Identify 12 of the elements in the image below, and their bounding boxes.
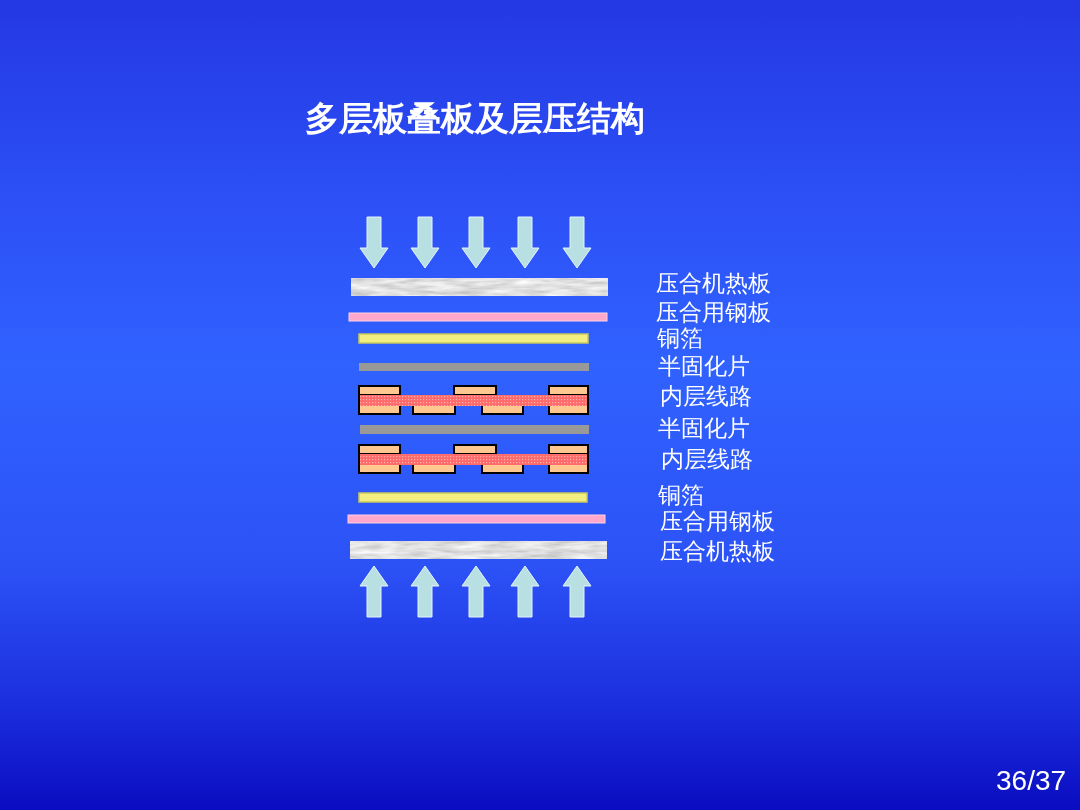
layer-label: 压合用钢板 bbox=[660, 509, 775, 533]
slide-title: 多层板叠板及层压结构 bbox=[305, 101, 645, 135]
layer-label: 半固化片 bbox=[658, 354, 750, 378]
layer-label: 半固化片 bbox=[658, 416, 750, 440]
layer-label: 压合机热板 bbox=[660, 539, 775, 563]
page-number: 36/37 bbox=[996, 767, 1067, 795]
layer-label: 压合机热板 bbox=[656, 271, 771, 295]
layer-label: 铜箔 bbox=[657, 326, 703, 350]
layer-label: 内层线路 bbox=[660, 384, 752, 408]
layer-label: 压合用钢板 bbox=[656, 300, 771, 324]
layer-label: 内层线路 bbox=[661, 447, 753, 471]
layer-label: 铜箔 bbox=[658, 483, 704, 507]
